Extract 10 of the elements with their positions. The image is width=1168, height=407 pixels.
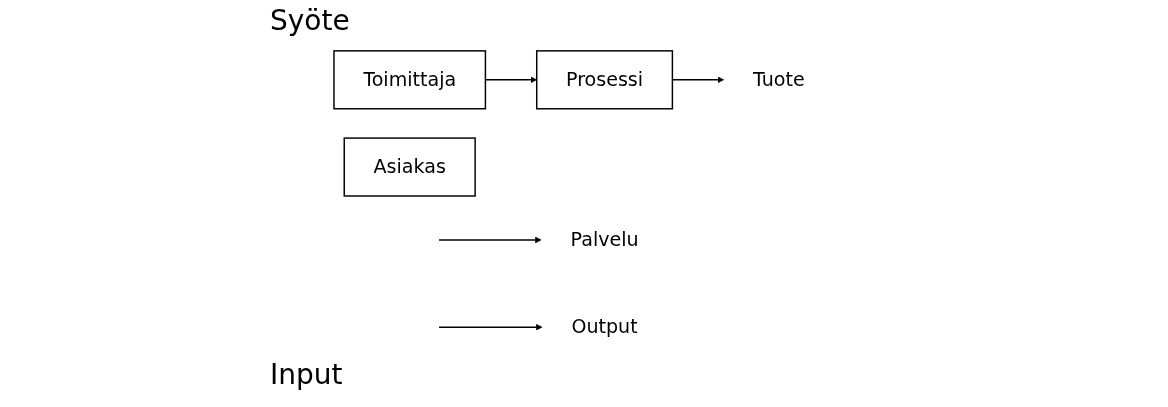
- side-label: Syöte: [270, 4, 350, 37]
- node-box: Prosessi: [536, 50, 674, 110]
- node-text: Palvelu: [570, 228, 639, 251]
- arrow: [438, 236, 542, 244]
- node-text: Output: [571, 315, 638, 338]
- node-text: Tuote: [753, 68, 805, 91]
- node-box: Asiakas: [343, 137, 476, 197]
- node-box: Toimittaja: [333, 50, 487, 110]
- arrow: [438, 323, 543, 331]
- side-label: Input: [270, 358, 343, 391]
